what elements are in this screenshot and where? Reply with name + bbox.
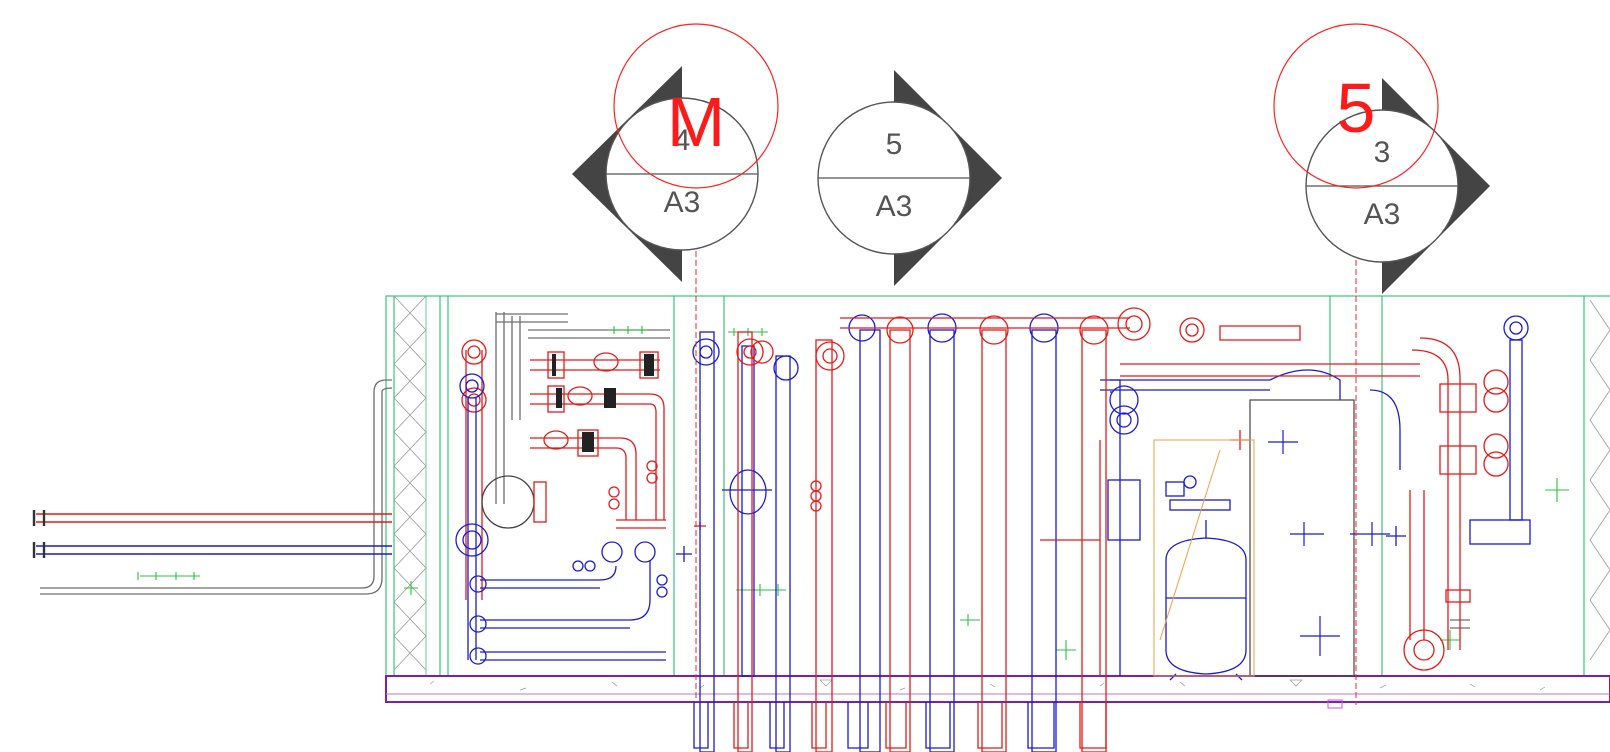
section-marker-3[interactable]: 3 A3: [1305, 78, 1490, 294]
room-walls: [385, 295, 1610, 677]
vertical-risers: [692, 307, 1531, 752]
black-valves: [552, 354, 654, 452]
section-marker-5[interactable]: 5 A3: [817, 70, 1002, 286]
red-pipework-left: [461, 339, 706, 600]
grid-label: 5: [1337, 69, 1376, 147]
section-marker-4[interactable]: 4 A3: [572, 66, 759, 282]
floor-slab: [385, 675, 1610, 709]
grid-lines: [695, 188, 1357, 705]
grid-bubble-circle: [613, 23, 779, 189]
section-number: 3: [1374, 136, 1391, 169]
equipment-cabinet: [1249, 399, 1390, 677]
blue-pipework-left: [455, 373, 692, 665]
incoming-lines: [32, 510, 392, 558]
pipe-stubs-below: [693, 702, 1107, 749]
section-number: 4: [674, 124, 691, 157]
gray-pipes: [40, 312, 1470, 629]
hatched-wall: [393, 295, 1610, 677]
grid-bubble-5[interactable]: 5: [1273, 23, 1439, 189]
grid-label: M: [667, 83, 725, 161]
gray-tank: [481, 475, 547, 529]
grid-bubble-circle: [1273, 23, 1439, 189]
grid-bubble-M[interactable]: M: [613, 23, 779, 189]
section-sheet: A3: [1364, 198, 1401, 231]
section-number: 5: [886, 128, 903, 161]
section-sheet: A3: [664, 186, 701, 219]
orange-frame: [1153, 439, 1255, 677]
expansion-vessel: [1165, 520, 1247, 681]
section-sheet: A3: [876, 190, 913, 223]
